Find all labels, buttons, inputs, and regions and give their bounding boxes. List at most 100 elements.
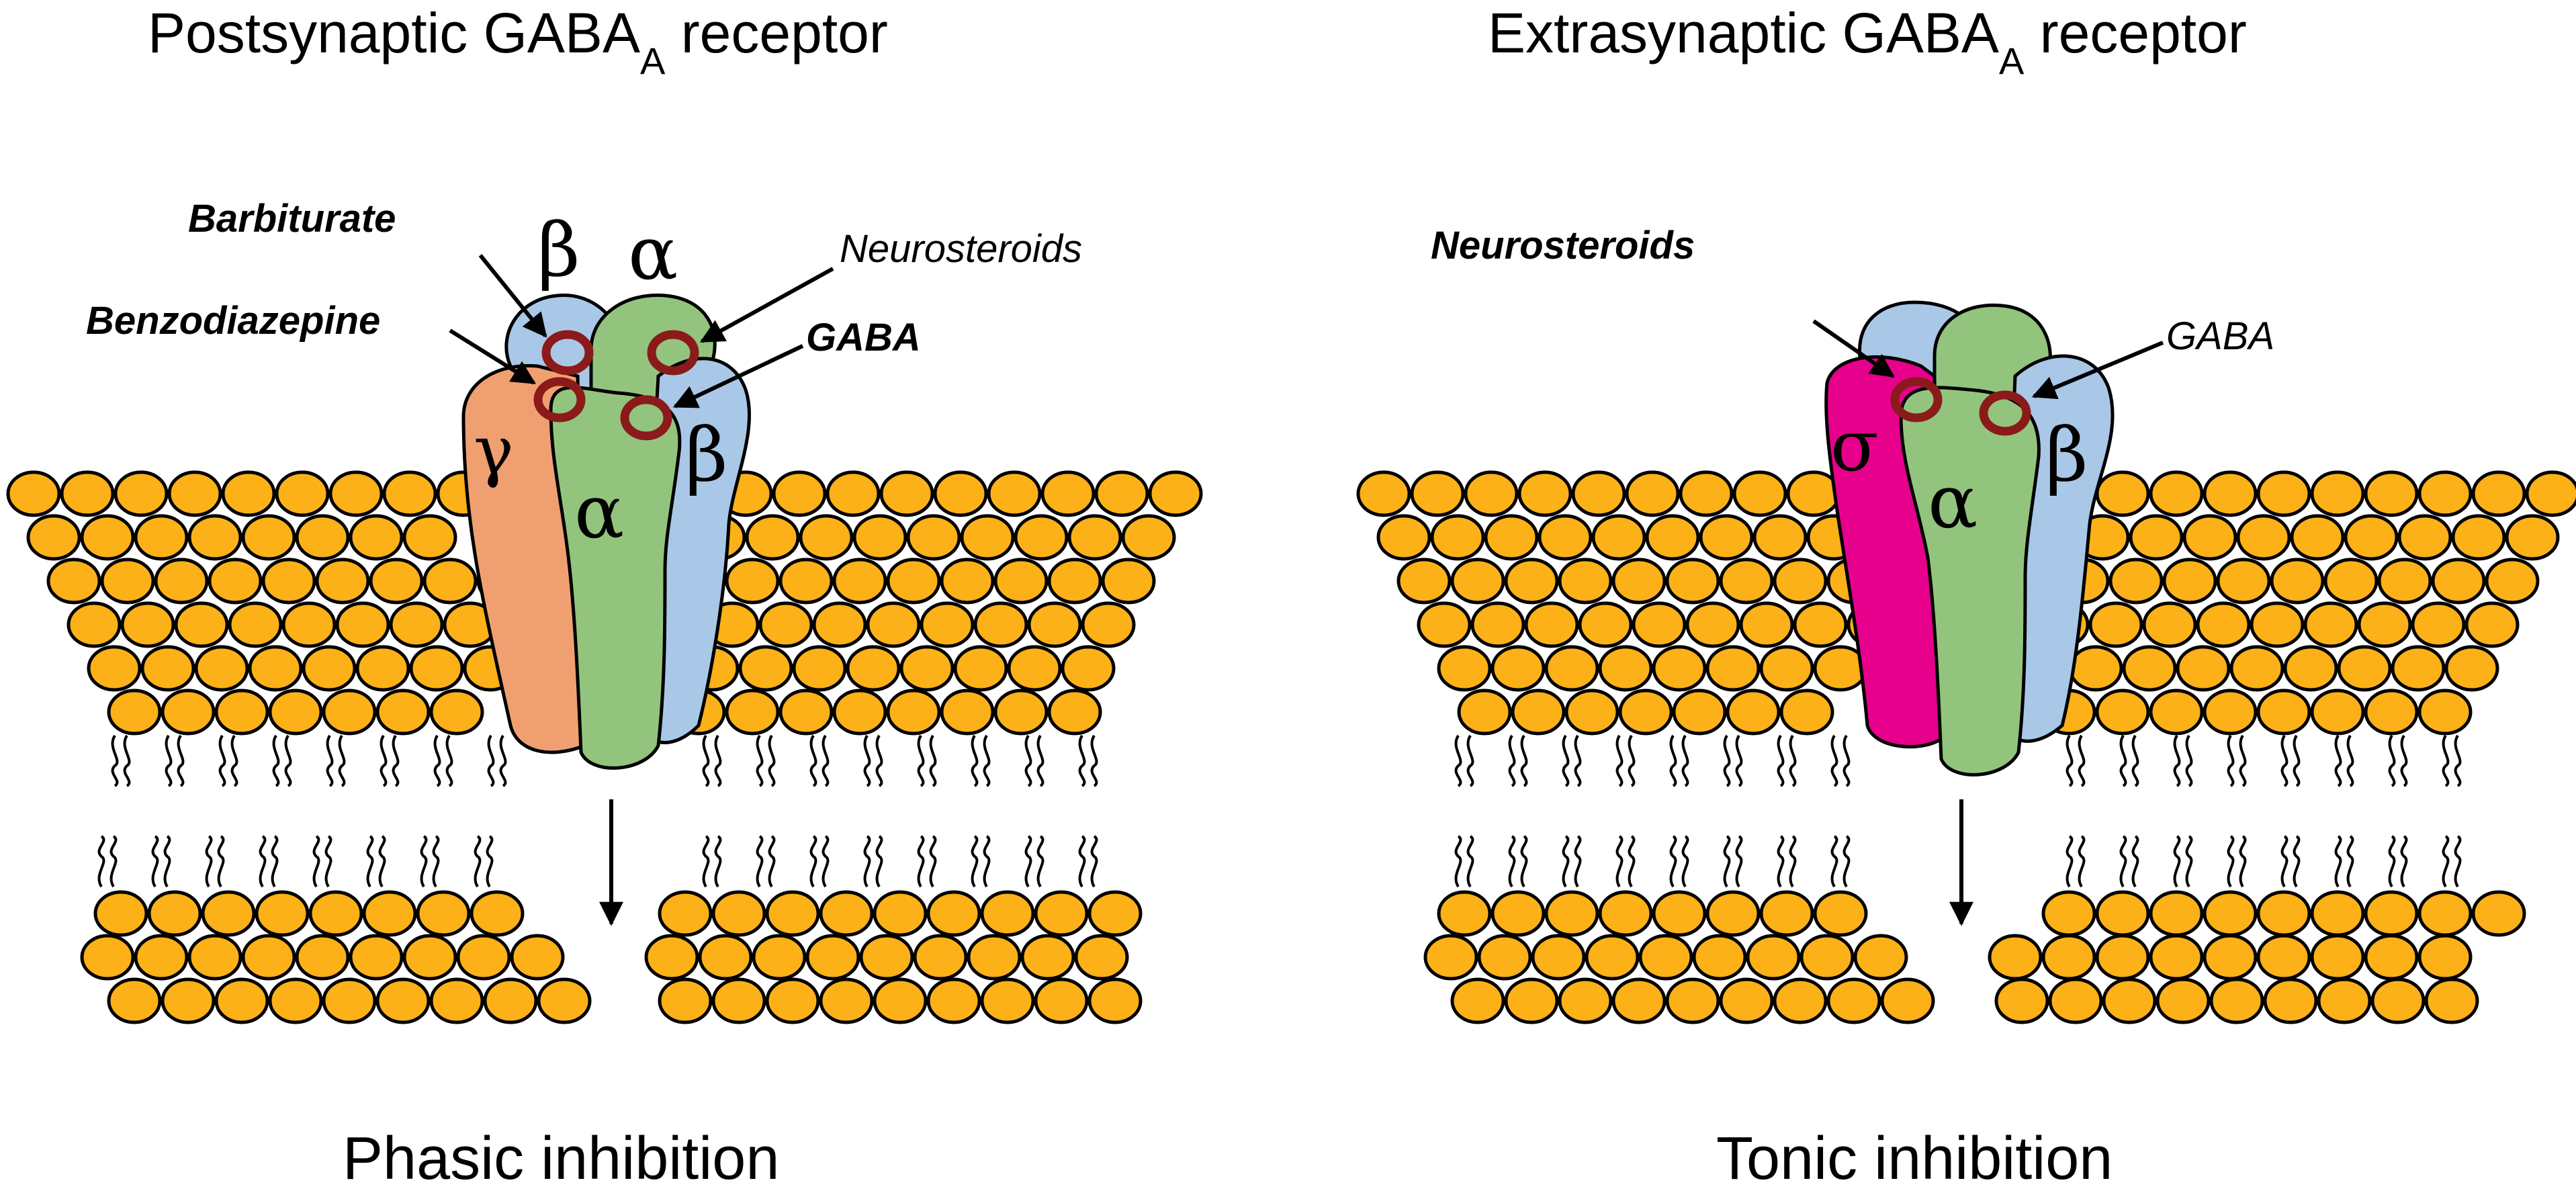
lipid-head bbox=[187, 514, 242, 561]
lipid-head bbox=[1598, 890, 1653, 937]
lipid-tail bbox=[929, 734, 937, 787]
lipid-head bbox=[2364, 689, 2419, 736]
lipid-head bbox=[46, 558, 101, 605]
lipid-tail bbox=[432, 835, 440, 888]
lipid-head bbox=[281, 601, 337, 648]
lipid-head bbox=[2370, 977, 2426, 1024]
lipid-head bbox=[2310, 470, 2365, 517]
lipid-tail bbox=[1466, 835, 1474, 888]
lipid-tail bbox=[2066, 734, 2074, 787]
lipid-tail bbox=[2400, 835, 2408, 888]
lipid-head bbox=[1752, 514, 1808, 561]
lipid-tail bbox=[1562, 734, 1570, 787]
lipid-tail bbox=[2131, 734, 2139, 787]
lipid-head bbox=[1826, 977, 1881, 1024]
lipid-head bbox=[429, 689, 484, 736]
lipid-head bbox=[322, 689, 377, 736]
lipid-head bbox=[1544, 645, 1599, 692]
subunit-label-sigma: σ bbox=[1830, 405, 1879, 487]
lipid-head bbox=[799, 514, 854, 561]
lipid-head bbox=[1517, 470, 1572, 517]
lipid-tail bbox=[1024, 835, 1032, 888]
lipid-head bbox=[1645, 514, 1700, 561]
lipid-head bbox=[1732, 470, 1787, 517]
lipid-head bbox=[2417, 470, 2473, 517]
lipid-head bbox=[349, 934, 404, 981]
lipid-head bbox=[120, 601, 175, 648]
lipid-head bbox=[2095, 890, 2150, 937]
lipid-head bbox=[2149, 470, 2204, 517]
label-neurosteroids: Neurosteroids bbox=[840, 227, 1082, 271]
lipid-tail bbox=[768, 734, 776, 787]
lipid-head bbox=[423, 558, 478, 605]
lipid-head bbox=[261, 558, 316, 605]
lipid-head bbox=[2303, 601, 2358, 648]
lipid-tail bbox=[756, 734, 764, 787]
lipid-head bbox=[1625, 470, 1680, 517]
lipid-head bbox=[2048, 977, 2103, 1024]
arrow-neurosteroids bbox=[699, 267, 834, 343]
lipid-tail bbox=[487, 734, 495, 787]
lipid-head bbox=[66, 601, 122, 648]
lipid-head bbox=[87, 645, 142, 692]
lipid-head bbox=[2263, 977, 2318, 1024]
lipid-head bbox=[940, 558, 995, 605]
lipid-head bbox=[1034, 977, 1089, 1024]
lipid-head bbox=[2095, 934, 2150, 981]
lipid-head bbox=[980, 890, 1035, 937]
lipid-tail bbox=[2388, 734, 2396, 787]
lipid-head bbox=[60, 470, 115, 517]
lipid-head bbox=[228, 601, 283, 648]
lipid-tail bbox=[1574, 835, 1582, 888]
lipid-head bbox=[80, 514, 135, 561]
membrane-postsynaptic bbox=[6, 470, 1203, 1024]
arrow-gaba-extra bbox=[2031, 341, 2164, 400]
lipid-tail bbox=[1615, 835, 1624, 888]
lipid-head bbox=[1672, 689, 1727, 736]
lipid-head bbox=[846, 645, 901, 692]
lipid-head bbox=[1685, 601, 1740, 648]
lipid-head bbox=[758, 601, 813, 648]
lipid-head bbox=[2525, 470, 2576, 517]
lipid-tail bbox=[2066, 835, 2074, 888]
lipid-head bbox=[2162, 558, 2217, 605]
lipid-tail bbox=[971, 835, 979, 888]
lipid-head bbox=[2391, 645, 2446, 692]
subunit-label-alpha-front: α bbox=[574, 469, 624, 555]
lipid-head bbox=[1491, 645, 1546, 692]
lipid-head bbox=[456, 934, 511, 981]
lipid-head bbox=[2471, 470, 2526, 517]
lipid-head bbox=[1585, 934, 1640, 981]
lipid-head bbox=[866, 601, 921, 648]
lipid-head bbox=[1591, 514, 1646, 561]
lipid-head bbox=[2256, 934, 2311, 981]
lipid-head bbox=[859, 934, 914, 981]
lipid-tail bbox=[2334, 835, 2342, 888]
lipid-head bbox=[832, 558, 887, 605]
lipid-head bbox=[913, 934, 968, 981]
lipid-head bbox=[2149, 890, 2204, 937]
lipid-tail bbox=[433, 734, 441, 787]
lipid-head bbox=[711, 890, 766, 937]
subunit-label-gamma: γ bbox=[474, 411, 514, 490]
lipid-tail bbox=[875, 835, 883, 888]
lipid-head bbox=[2310, 890, 2365, 937]
lipid-tail bbox=[1735, 835, 1743, 888]
binding-site-neurosteroids-extra bbox=[1890, 377, 1943, 423]
lipid-head bbox=[315, 558, 370, 605]
lipid-head bbox=[752, 934, 807, 981]
lipid-head bbox=[1027, 601, 1082, 648]
lipid-head bbox=[375, 689, 431, 736]
lipid-head bbox=[886, 558, 941, 605]
binding-site-benzodiazepine bbox=[533, 377, 586, 423]
lipid-head bbox=[2344, 514, 2399, 561]
lipid-head bbox=[537, 977, 592, 1024]
lipid-tail bbox=[863, 835, 871, 888]
lipid-head bbox=[2149, 934, 2204, 981]
lipid-head bbox=[2310, 689, 2365, 736]
lipid-tail bbox=[445, 734, 453, 787]
lipid-head bbox=[779, 558, 834, 605]
lipid-head bbox=[1699, 514, 1754, 561]
lipid-tail bbox=[2131, 835, 2139, 888]
